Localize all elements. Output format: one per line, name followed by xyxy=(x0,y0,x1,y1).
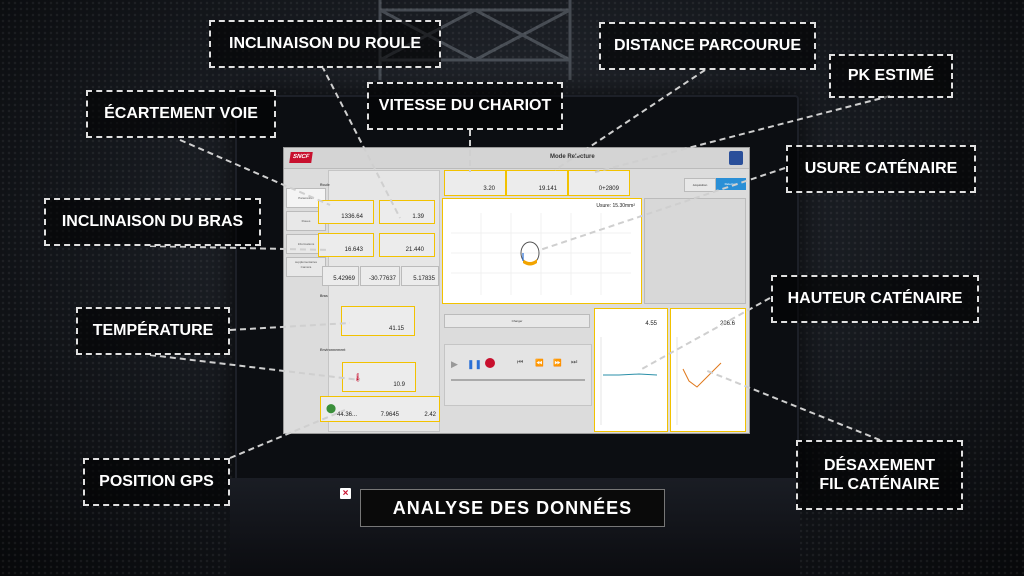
inclinaison-bras-box-1: 16.643 xyxy=(318,233,374,257)
pk-value: 0+2809 xyxy=(598,186,619,192)
distance-value: 19.141 xyxy=(538,186,557,192)
callout-ecartement-voie: ÉCARTEMENT VOIE xyxy=(86,90,276,138)
right-profile-chart xyxy=(644,198,746,304)
pos-alt-value: 2.42 xyxy=(424,412,436,418)
hauteur-chart xyxy=(600,337,658,425)
desaxement-chart-box: 236.6 xyxy=(670,308,746,432)
playback-controls: ▶ ❚❚ ⏮ ⏪ ⏩ ⏭ xyxy=(444,344,592,406)
usure-profile-chart xyxy=(451,213,631,295)
gps-alt-value: 5.17835 xyxy=(413,276,435,282)
hauteur-chart-box: 4.55 xyxy=(594,308,668,432)
tab-parametres[interactable]: Paramètres xyxy=(286,188,326,208)
sidebar: Paramètres Roues Informations supplément… xyxy=(286,188,326,428)
step-back-icon[interactable]: ⏪ xyxy=(535,360,544,367)
brand-logo-icon xyxy=(729,151,743,165)
temperature-value: 10.9 xyxy=(393,382,405,388)
mode-title: Mode Relecture xyxy=(550,154,595,160)
vitesse-box: 3.20 xyxy=(444,170,506,196)
inclinaison-roule-value: 1.39 xyxy=(412,214,424,220)
map-marker-icon: ⬤ xyxy=(326,403,337,413)
callout-inclinaison-bras: INCLINAISON DU BRAS xyxy=(44,198,261,246)
temperature-box: 10.9 🌡 xyxy=(342,362,416,392)
playback-slider[interactable] xyxy=(451,379,585,381)
play-icon[interactable]: ▶ xyxy=(451,359,458,369)
ecartement-value: 1336.64 xyxy=(341,214,363,220)
inclinaison-bras-1-value: 16.643 xyxy=(344,247,363,253)
acquisition-button[interactable]: Acquisition xyxy=(684,178,716,192)
inclinaison-bras-box-2: 21.440 xyxy=(379,233,435,257)
pos-lat-value: 44.36... xyxy=(336,412,357,418)
gps-lon-value: -30.77637 xyxy=(368,276,396,282)
position-gps-box: ⬤ 44.36... 7.9645 2.42 xyxy=(320,396,440,422)
callout-inclinaison-roule: INCLINAISON DU ROULE xyxy=(209,20,441,68)
callout-temperature: TEMPÉRATURE xyxy=(76,307,230,355)
gps-lon-box: -30.77637 xyxy=(360,266,400,286)
app-header: SNCF Mode Relecture xyxy=(284,148,749,169)
charger-button[interactable]: Charger xyxy=(444,314,590,328)
pause-icon[interactable]: ❚❚ xyxy=(467,359,483,369)
app-screen: SNCF Mode Relecture Paramètres Roues Inf… xyxy=(283,147,750,434)
bras-angle-box: 41.15 xyxy=(341,306,415,336)
callout-distance-parcourue: DISTANCE PARCOURUE xyxy=(599,22,816,70)
thermometer-icon: 🌡 xyxy=(353,373,364,382)
gps-lat-box: 5.42969 xyxy=(322,266,359,286)
gps-lat-value: 5.42969 xyxy=(333,276,355,282)
section-roule: Roule xyxy=(320,183,330,187)
desaxement-line2: FIL CATÉNAIRE xyxy=(819,476,940,493)
distance-box: 19.141 xyxy=(506,170,568,196)
step-forward-icon[interactable]: ⏩ xyxy=(553,360,562,367)
gps-alt-box: 5.17835 xyxy=(401,266,439,286)
bras-angle-value: 41.15 xyxy=(388,326,404,332)
callout-usure-catenaire: USURE CATÉNAIRE xyxy=(786,145,976,193)
callout-vitesse-chariot: VITESSE DU CHARIOT xyxy=(367,82,563,130)
skip-start-icon[interactable]: ⏮ xyxy=(517,359,524,366)
relecture-button[interactable]: Relecture xyxy=(716,178,746,190)
desaxement-value: 236.6 xyxy=(719,321,735,327)
inclinaison-roule-box: 1.39 xyxy=(379,200,435,224)
inclinaison-bras-2-value: 21.440 xyxy=(405,247,424,253)
close-icon[interactable]: × xyxy=(340,488,351,499)
usure-chart-box: Usure: 15.30mm² xyxy=(442,198,642,304)
hauteur-value: 4.55 xyxy=(645,321,657,327)
desaxement-line1: DÉSAXEMENT xyxy=(823,456,936,474)
callout-hauteur-catenaire: HAUTEUR CATÉNAIRE xyxy=(771,275,979,323)
callout-position-gps: POSITION GPS xyxy=(83,458,230,506)
desaxement-chart xyxy=(676,337,722,425)
usure-label: Usure: 15.30mm² xyxy=(596,203,635,209)
stop-icon[interactable] xyxy=(485,358,495,368)
section-bras: Bras xyxy=(320,294,328,298)
vitesse-value: 3.20 xyxy=(483,186,495,192)
callout-desaxement-fil: DÉSAXEMENT FIL CATÉNAIRE xyxy=(796,440,963,510)
footer-title: ANALYSE DES DONNÉES xyxy=(360,489,665,527)
pos-lon-value: 7.9645 xyxy=(380,412,399,418)
callout-pk-estime: PK ESTIMÉ xyxy=(829,54,953,98)
section-environnement: Environnement xyxy=(320,348,346,352)
skip-end-icon[interactable]: ⏭ xyxy=(571,359,578,366)
